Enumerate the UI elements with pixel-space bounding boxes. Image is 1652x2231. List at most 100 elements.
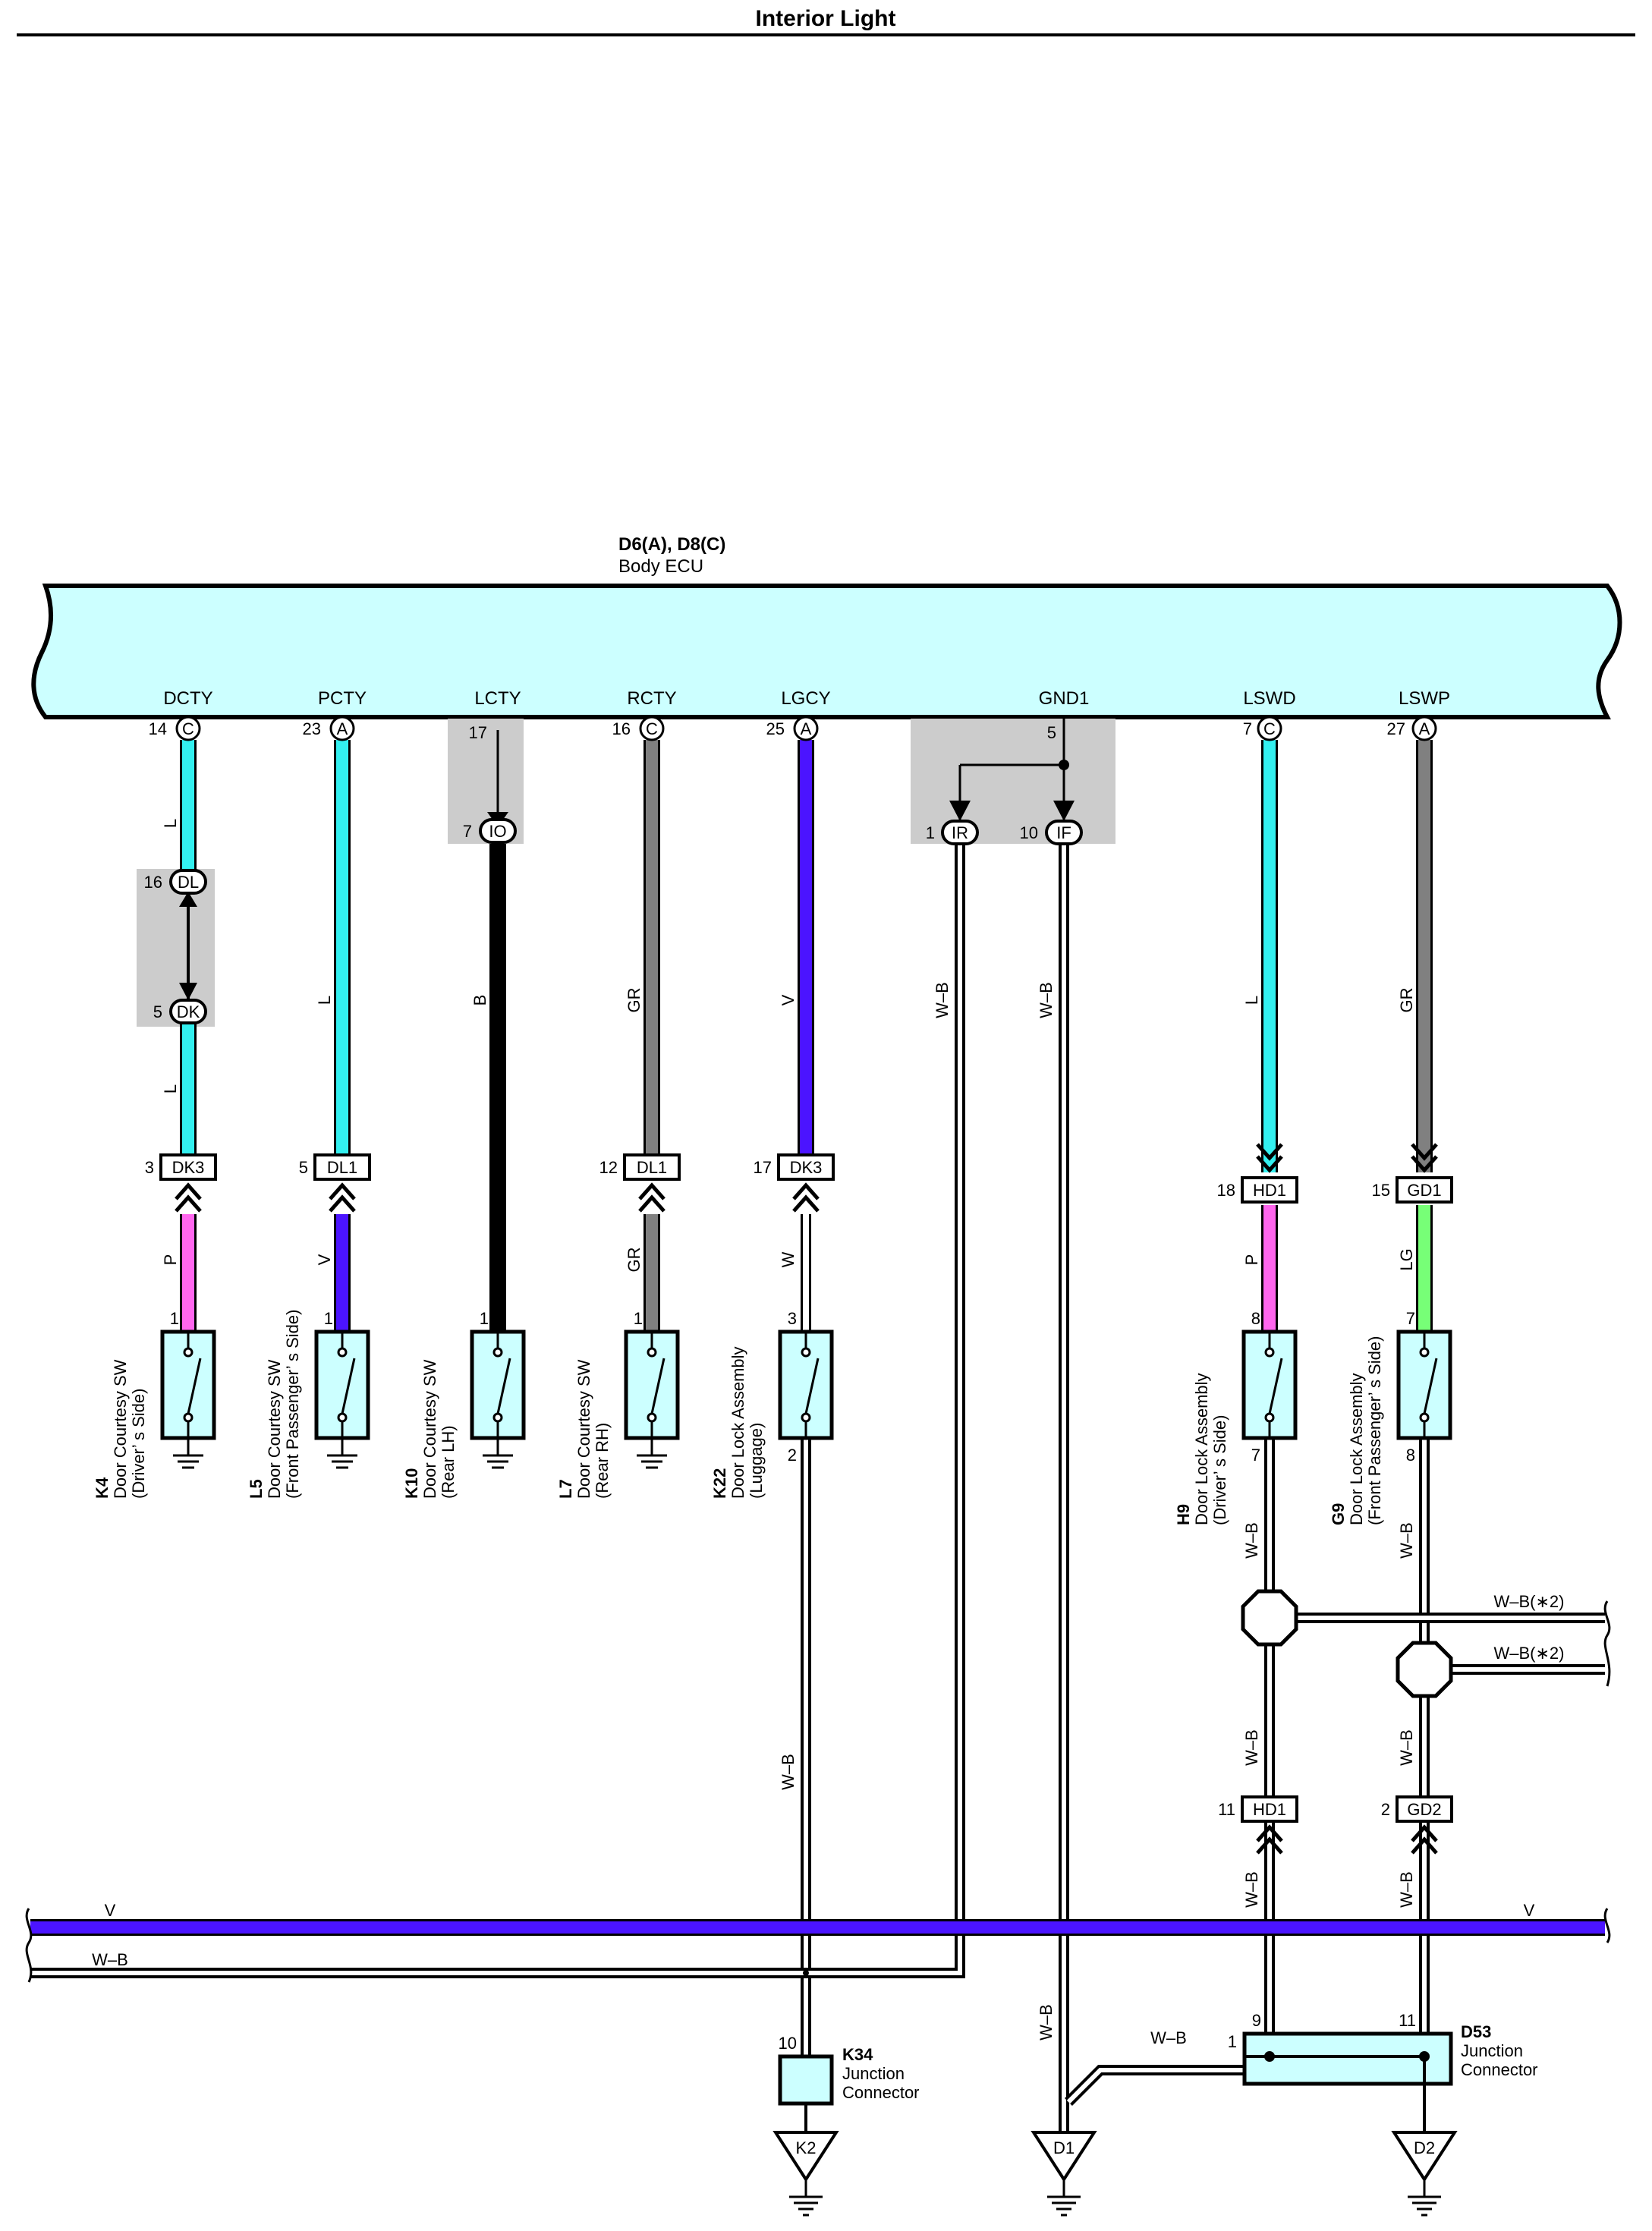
bus-break-right [1603, 1908, 1611, 1943]
chevron-up-icon [792, 1182, 820, 1213]
pin-num-rcty: 16 [612, 719, 631, 738]
branch-break-right [1603, 1600, 1611, 1687]
pin-num: 8 [1406, 1446, 1415, 1465]
chevron-up-icon [1411, 1824, 1438, 1855]
connector-io [479, 818, 517, 844]
pin-name-lgcy: LGCY [781, 688, 830, 709]
splice-dot [1059, 760, 1069, 770]
component-sub: (Rear RH) [593, 1423, 612, 1499]
component-id: G9 [1329, 1503, 1348, 1525]
component-sub: (Rear LH) [439, 1425, 458, 1499]
pin-num: 1 [634, 1309, 643, 1328]
pin-circle [175, 716, 201, 741]
arrow-ir [949, 801, 971, 821]
wire-label: W–B(∗2) [1494, 1644, 1565, 1663]
wire-label: W–B [1397, 1729, 1416, 1766]
ground-icon [1031, 2131, 1097, 2182]
pin-conn-lswp: A [1419, 719, 1430, 738]
component-sub: (Driver’ s Side) [129, 1389, 148, 1499]
wire-wb-d53-d1 [1066, 2068, 1245, 2104]
component-id: K22 [710, 1468, 729, 1499]
pin-num-lswd: 7 [1243, 719, 1252, 738]
pin-circle [1411, 716, 1437, 741]
ground-k2: K2 [773, 2131, 839, 2217]
connector-dk3-b-code: DK3 [790, 1158, 823, 1177]
wire-label: GR [625, 1248, 643, 1273]
ground-d1-label: D1 [1053, 2138, 1075, 2157]
connector-hd1-b-code: HD1 [1253, 1800, 1286, 1819]
k34-line1: Junction [842, 2064, 905, 2083]
pin-circle [329, 716, 355, 741]
wire-label: W–B [779, 1754, 798, 1790]
pin-name-dcty: DCTY [163, 688, 212, 709]
ground-d2-label: D2 [1414, 2138, 1435, 2157]
label-h9: H9 Door Lock Assembly (Driver’ s Side) [1174, 1373, 1229, 1525]
component-sub: (Luggage) [747, 1423, 766, 1499]
wire-label: V [779, 994, 798, 1005]
splice-octagon [1241, 1589, 1298, 1647]
k34-line2: Connector [842, 2083, 920, 2102]
pin-num: 1 [170, 1309, 179, 1328]
ecu-pin-labels: DCTY PCTY LCTY RCTY LGCY GND1 LSWD LSWP [163, 688, 1450, 709]
k34-junction-connector [778, 2054, 834, 2106]
switch-k4 [160, 1329, 216, 1469]
page-title: Interior Light [756, 6, 896, 31]
component-id: L5 [247, 1479, 266, 1499]
connector-if-code: IF [1056, 823, 1071, 842]
pin-circle [1257, 716, 1282, 741]
connector-if [1045, 820, 1083, 845]
component-name: Door Courtesy SW [265, 1359, 284, 1499]
component-name: Door Courtesy SW [574, 1359, 593, 1499]
wire-labels: L L P L V B GR GR V W W–B W–B W–B W–B L … [92, 819, 1564, 2047]
component-id: H9 [1174, 1504, 1193, 1525]
wire-label: L [1242, 996, 1261, 1005]
connector-ir-pin: 1 [926, 823, 935, 842]
ecu-code: D6(A), D8(C) [618, 534, 725, 555]
pin-num: 1 [324, 1309, 333, 1328]
ground-d2: D2 [1391, 2131, 1458, 2217]
pin-num: 7 [1251, 1446, 1260, 1465]
pin-num-pcty: 23 [303, 719, 321, 738]
label-l7: L7 Door Courtesy SW (Rear RH) [556, 1359, 612, 1499]
connector-hd1-a-pin: 18 [1217, 1181, 1235, 1200]
pin-num: 3 [788, 1309, 797, 1328]
rect-connectors: DK3 3 DL1 5 DL1 12 DK3 17 HD1 18 GD1 15 … [145, 1143, 1453, 1855]
connector-gd1 [1396, 1176, 1453, 1204]
wire-label: W [779, 1251, 798, 1267]
pin-num: 8 [1251, 1309, 1260, 1328]
wire-label: W–B [933, 982, 952, 1018]
pin-conn-pcty: A [337, 719, 348, 738]
label-k22: K22 Door Lock Assembly (Luggage) [710, 1346, 766, 1499]
connector-hd1-b-pin: 11 [1218, 1800, 1235, 1819]
label-k10: K10 Door Courtesy SW (Rear LH) [402, 1359, 458, 1499]
connector-dl1-a-code: DL1 [327, 1158, 357, 1177]
wire-label: W–B [1242, 1522, 1261, 1559]
arrow-if [1053, 801, 1075, 821]
wire-label: GR [625, 988, 643, 1013]
connector-dk3-a [159, 1153, 217, 1181]
connector-dl-code: DL [178, 873, 199, 892]
shade-gnd1 [911, 719, 1115, 844]
label-g9: G9 Door Lock Assembly (Front Passenger’ … [1329, 1336, 1384, 1525]
component-sub: (Front Passenger’ s Side) [283, 1310, 302, 1499]
splice-octagon [1396, 1641, 1453, 1698]
component-id: K4 [93, 1477, 112, 1499]
pin-conn-dcty: C [182, 719, 194, 738]
connector-hd1-b [1241, 1795, 1298, 1823]
connector-dk [169, 999, 207, 1024]
wire-label: L [315, 996, 334, 1005]
connector-io-pin: 7 [463, 822, 472, 841]
wire-label: GR [1397, 988, 1416, 1013]
k34-pin: 10 [779, 2034, 797, 2053]
pin-conn-rcty: C [646, 719, 658, 738]
ground-k2-label: K2 [796, 2138, 817, 2157]
pin-num-lswp: 27 [1387, 719, 1405, 738]
arrow-dl [179, 892, 197, 907]
component-name: Door Lock Assembly [1192, 1373, 1211, 1525]
ground-d1: D1 [1031, 2131, 1097, 2217]
ground-icon [773, 2131, 839, 2182]
chevron-down-icon [1256, 1143, 1283, 1173]
connector-hd1-a-code: HD1 [1253, 1181, 1286, 1200]
pin-conn-lswd: C [1263, 719, 1276, 738]
